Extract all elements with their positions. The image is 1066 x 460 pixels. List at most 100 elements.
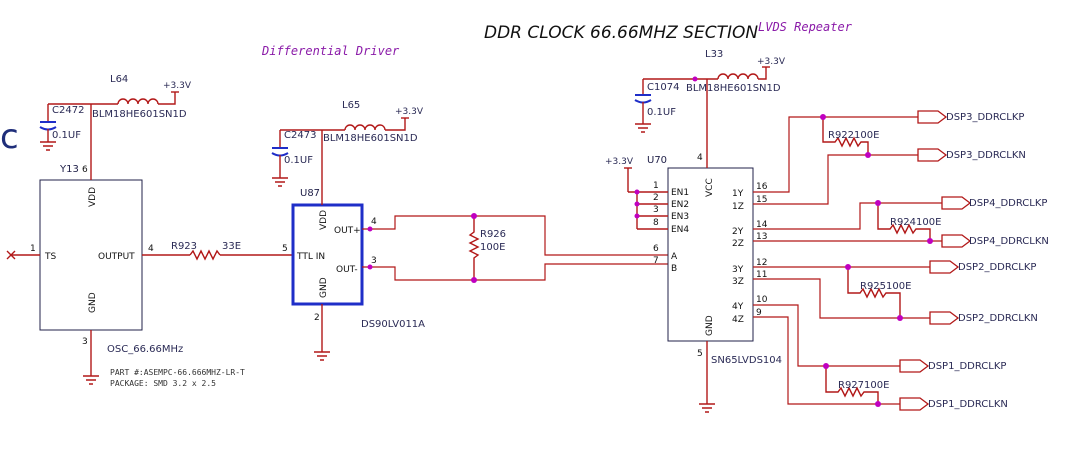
term-label-2: R924100E <box>890 217 941 228</box>
repeater-pin-en1: EN1 <box>671 188 689 198</box>
driver-body <box>291 203 364 306</box>
repeater-pin-num: 11 <box>756 270 767 280</box>
output-label-dsp2-p: DSP2_DDRCLKP <box>958 262 1036 273</box>
osc-pin6-num: 6 <box>82 165 88 175</box>
repeater-pin-num: 8 <box>653 218 659 228</box>
capacitor-c2472 <box>39 121 57 131</box>
driver-pin2-num: 2 <box>314 313 320 323</box>
c2472-ref: C2472 <box>52 105 84 116</box>
repeater-pin-en3: EN3 <box>671 212 689 222</box>
driver-pin-vdd: VDD <box>319 210 329 230</box>
repeater-pin-gnd: GND <box>705 315 715 336</box>
repeater-pin-num: 6 <box>653 244 659 254</box>
port-dsp3-p <box>917 110 948 124</box>
repeater-pin-4z: 4Z <box>732 315 744 325</box>
osc-package-line: PACKAGE: SMD 3.2 x 2.5 <box>110 379 216 388</box>
osc-part-line: PART #:ASEMPC-66.666MHZ-LR-T <box>110 368 245 377</box>
osc-pin4-num: 4 <box>148 244 154 254</box>
inductor-l65 <box>344 124 386 131</box>
r923-ref: R923 <box>171 241 197 252</box>
c2472-value: 0.1UF <box>52 130 81 141</box>
repeater-pin-num: 9 <box>756 308 762 318</box>
repeater-pin-b: B <box>671 264 677 274</box>
c2473-ground <box>272 177 288 187</box>
output-label-dsp1-p: DSP1_DDRCLKP <box>928 361 1006 372</box>
port-dsp1-n <box>899 397 930 411</box>
osc-ground <box>83 375 99 385</box>
c1074-ref: C1074 <box>647 82 679 93</box>
output-label-dsp4-n: DSP4_DDRCLKN <box>969 236 1049 247</box>
osc-pin1-num: 1 <box>30 244 36 254</box>
oscillator-y13: Y13 TS OUTPUT VDD GND 1 4 6 3 OSC_66.66M… <box>6 74 245 388</box>
repeater-pin-en2: EN2 <box>671 200 689 210</box>
repeater-pin-vcc: VCC <box>705 178 715 197</box>
term-label-4: R927100E <box>838 380 889 391</box>
net-dsp3-n <box>753 154 918 205</box>
repeater-pin-num: 14 <box>756 220 768 230</box>
net-dsp2-n <box>753 278 930 319</box>
repeater-pin-en4: EN4 <box>671 225 689 235</box>
repeater-pin-num: 10 <box>756 295 768 305</box>
repeater-pin-1y: 1Y <box>732 189 744 199</box>
driver-pin5-num: 5 <box>282 244 288 254</box>
output-routing: R922100E R924100E R925100E R927100E DSP3… <box>753 110 1049 411</box>
output-label-dsp1-n: DSP1_DDRCLKN <box>928 399 1008 410</box>
osc-pin3-num: 3 <box>82 337 88 347</box>
c1074-value: 0.1UF <box>647 107 676 118</box>
port-dsp2-n <box>929 311 960 325</box>
repeater-pin-num: 3 <box>653 205 659 215</box>
osc-pin-output: OUTPUT <box>98 252 135 262</box>
lvds-repeater-heading: LVDS Repeater <box>758 20 853 34</box>
net-dsp1-n <box>753 316 900 405</box>
port-dsp4-n <box>941 234 972 248</box>
repeater-pin-a: A <box>671 252 678 262</box>
term-resistor-3 <box>847 267 901 318</box>
net-dsp1-p <box>753 304 900 367</box>
driver-pin-ttl-in: TTL IN <box>296 252 325 262</box>
repeater-pin-3y: 3Y <box>732 265 744 275</box>
net-dsp3-p <box>753 116 918 193</box>
c2473-value: 0.1UF <box>284 155 313 166</box>
osc-value: OSC_66.66MHz <box>107 344 183 355</box>
l64-value: BLM18HE601SN1D <box>92 109 187 120</box>
capacitor-c1074 <box>634 94 652 104</box>
term-label-3: R925100E <box>860 281 911 292</box>
osc-33v-wire <box>158 92 176 105</box>
driver-pin-out-p: OUT+ <box>334 226 361 236</box>
repeater-pin-num: 13 <box>756 232 767 242</box>
c1074-ground <box>635 123 651 133</box>
r926-value: 100E <box>480 242 505 253</box>
no-connect-mark <box>6 250 16 260</box>
differential-driver-heading: Differential Driver <box>261 44 400 58</box>
r926-ref: R926 <box>480 229 506 240</box>
repeater-pin-2z: 2Z <box>732 239 744 249</box>
term-resistor-4 <box>825 366 879 404</box>
repeater-body <box>667 167 754 342</box>
port-dsp2-p <box>929 260 960 274</box>
edge-fragment: c <box>0 117 19 157</box>
driver-pin-out-n: OUT- <box>336 265 358 275</box>
net-dsp4-p <box>753 202 942 230</box>
output-label-dsp2-n: DSP2_DDRCLKN <box>958 313 1038 324</box>
resistor-r923: R923 33E 5 <box>142 241 293 261</box>
term-resistor-1 <box>822 117 869 155</box>
repeater-pin-num: 15 <box>756 195 767 205</box>
repeater-power-label: +3.3V <box>757 57 786 67</box>
port-dsp4-p <box>941 196 972 210</box>
repeater-pin-3z: 3Z <box>732 277 744 287</box>
l33-value: BLM18HE601SN1D <box>686 83 781 94</box>
driver-pin4-num: 4 <box>371 217 377 227</box>
l33-ref: L33 <box>705 49 723 60</box>
repeater-pin-num: 1 <box>653 181 659 191</box>
term-resistor-2 <box>877 203 931 241</box>
repeater-gnd-num: 5 <box>697 349 703 359</box>
output-label-dsp3-p: DSP3_DDRCLKP <box>946 112 1024 123</box>
repeater-u70: U70 SN65LVDS104 VCC GND 4 5 EN1 EN2 EN3 … <box>605 49 786 413</box>
inductor-l33 <box>717 73 759 80</box>
repeater-pin-2y: 2Y <box>732 227 744 237</box>
osc-pin-vdd: VDD <box>88 187 98 207</box>
driver-ref: U87 <box>300 188 320 199</box>
driver-power-label: +3.3V <box>395 107 424 117</box>
repeater-pin-num: 16 <box>756 182 768 192</box>
